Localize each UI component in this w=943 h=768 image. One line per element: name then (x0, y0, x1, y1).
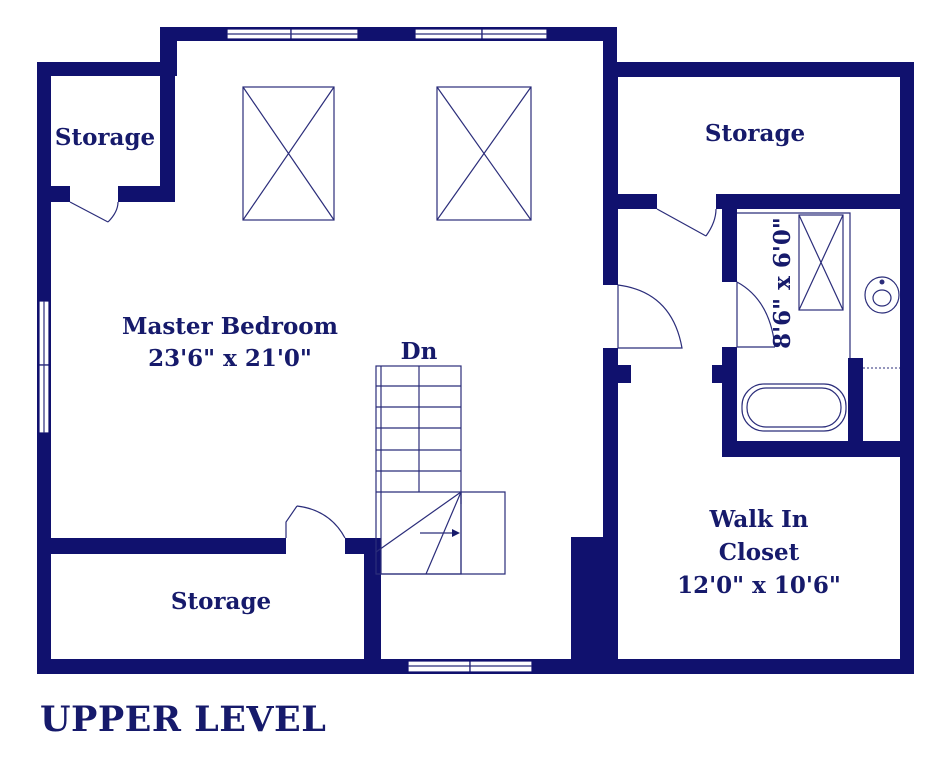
sink-icon (864, 276, 900, 314)
bathroom-partition (737, 212, 851, 358)
staircase[interactable] (375, 365, 506, 575)
master-bedroom-label: Master Bedroom (122, 313, 338, 340)
stair-direction-arrow-icon (452, 529, 460, 537)
shower (798, 214, 844, 311)
walk-in-closet-label-line2: Closet (719, 539, 800, 566)
walk-in-closet-label-line1: Walk In (709, 506, 809, 533)
plan-title: UPPER LEVEL (40, 699, 326, 740)
stairs-down-label: Dn (401, 338, 438, 365)
master-bedroom-size: 23'6" x 21'0" (148, 345, 312, 372)
interior-walls (37, 62, 914, 674)
skylight-left (242, 86, 335, 221)
skylight-right (436, 86, 532, 221)
bathroom-size-label: 8'6" x 6'0" (769, 217, 796, 349)
windows (38, 28, 548, 673)
doors (69, 201, 776, 539)
storage-top-right-label: Storage (705, 120, 805, 147)
walk-in-closet-size: 12'0" x 10'6" (677, 572, 841, 599)
bathtub-icon (741, 383, 847, 432)
storage-top-left-label: Storage (55, 124, 155, 151)
storage-bottom-label: Storage (171, 588, 271, 615)
